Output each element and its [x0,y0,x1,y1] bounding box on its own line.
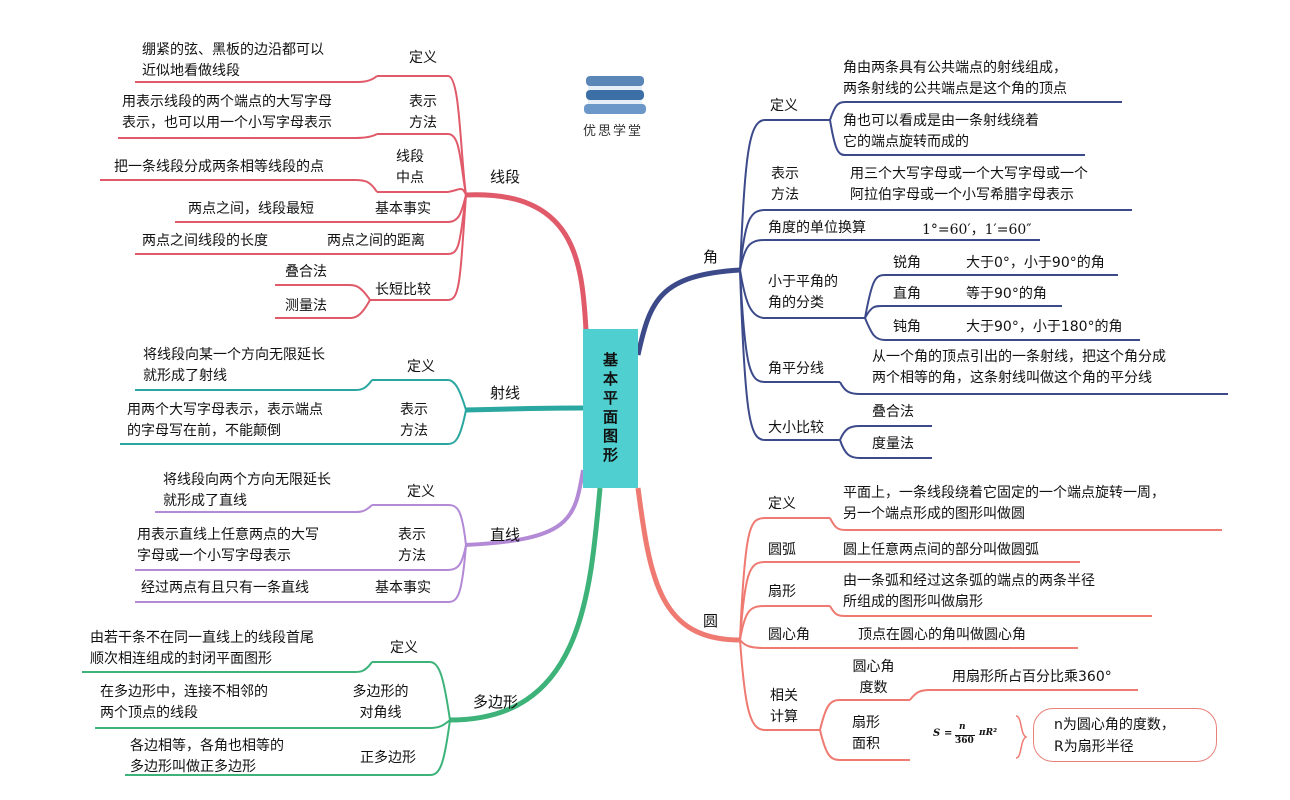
circle-sector-text: 由一条弧和经过这条弧的端点的两条半径 所组成的图形叫做扇形 [843,573,1095,610]
segment-fact-text: 两点之间，线段最短 [188,201,314,217]
angle-right-text: 等于90°的角 [966,286,1047,302]
brace-icon [1015,715,1028,759]
segment-distance-text: 两点之间线段的长度 [142,233,268,249]
polygon-title: 多边形 [473,693,519,711]
sector-area-formula: S = n 360 πR² [933,722,1003,750]
line-fact-key: 基本事实 [375,580,431,596]
circle-central-key: 圆心角 [768,627,810,643]
circle-sector-key: 扇形 [768,584,796,600]
line-title: 直线 [490,526,521,544]
angle-bisector-key: 角平分线 [768,361,824,377]
angle-acute-name: 锐角 [893,255,921,271]
line-branch-lines [135,469,585,603]
circle-central-text: 顶点在圆心的角叫做圆心角 [858,627,1026,643]
formula-s: S [933,728,941,739]
line-notation-key: 表示 方法 [398,527,426,564]
circle-degree-text: 用扇形所占百分比乘360° [952,669,1112,685]
circle-calc-key: 相关 计算 [770,688,798,725]
ray-notation-key: 表示 方法 [400,402,428,439]
angle-unit-text: 1°=60′，1′=60″ [922,222,1032,238]
angle-right-name: 直角 [893,286,921,302]
line-fact-text: 经过两点有且只有一条直线 [141,580,309,596]
formula-denominator: 360 [955,736,974,746]
root-label: 基本平面图形 [601,351,619,466]
ray-title: 射线 [490,384,521,402]
angle-def-key: 定义 [770,98,798,114]
root-node: 基本平面图形 [583,329,638,488]
circle-branch-lines [635,487,1222,761]
formula-fraction-bar [955,735,975,736]
segment-midpoint-text: 把一条线段分成两条相等线段的点 [114,159,324,175]
circle-arc-key: 圆弧 [768,542,796,558]
circle-def-key: 定义 [768,496,796,512]
segment-compare-measure: 测量法 [285,298,327,314]
angle-obtuse-name: 钝角 [893,319,921,335]
polygon-def-key: 定义 [390,640,418,656]
segment-compare-overlap: 叠合法 [285,264,327,280]
angle-bisector-text: 从一个角的顶点引出的一条射线，把这个角分成 两个相等的角，这条射线叫做这个角的平… [872,349,1166,386]
circle-degree-name: 圆心角 度数 [852,659,895,696]
angle-notation-key: 表示 方法 [771,166,799,203]
line-notation-text: 用表示直线上任意两点的大写 字母或一个小写字母表示 [137,527,319,564]
circle-area-name: 扇形 面积 [852,715,880,752]
polygon-regular-text: 各边相等，各角也相等的 多边形叫做正多边形 [130,738,284,775]
polygon-diagonal-text: 在多边形中，连接不相邻的 两个顶点的线段 [100,684,268,721]
ray-branch-lines [120,379,584,445]
segment-def-text: 绷紧的弦、黑板的边沿都可以 近似地看做线段 [142,42,324,79]
segment-notation-text: 用表示线段的两个端点的大写字母 表示，也可以用一个小写字母表示 [122,94,332,131]
angle-compare-key: 大小比较 [768,420,824,436]
line-def-text: 将线段向两个方向无限延长 就形成了直线 [163,472,331,509]
formula-tail: πR² [979,728,998,738]
angle-obtuse-text: 大于90°，小于180°的角 [966,319,1123,335]
formula-eq: = [944,728,953,739]
circle-title: 圆 [703,612,719,630]
polygon-branch-lines [82,487,603,776]
circle-def-text: 平面上，一条线段绕着它固定的一个端点旋转一周， 另一个端点形成的图形叫做圆 [843,485,1165,522]
segment-branch-lines [100,75,589,331]
angle-def-text-1: 角由两条具有公共端点的射线组成， 两条射线的公共端点是这个角的顶点 [843,60,1067,97]
ray-def-text: 将线段向某一个方向无限延长 就形成了射线 [143,347,325,384]
books-icon [584,76,646,114]
angle-def-text-2: 角也可以看成是由一条射线绕着 它的端点旋转而成的 [843,113,1039,150]
segment-compare-key: 长短比较 [375,282,431,298]
polygon-diagonal-key: 多边形的 对角线 [352,684,409,721]
angle-unit-key: 角度的单位换算 [768,220,866,236]
logo-text: 优思学堂 [583,124,644,139]
angle-compare-overlap: 叠合法 [872,404,914,420]
formula-note-box [1033,708,1217,762]
angle-title: 角 [703,248,719,266]
ray-def-key: 定义 [407,359,435,375]
angle-compare-measure: 度量法 [872,436,914,452]
polygon-def-text: 由若干条不在同一直线上的线段首尾 顺次相连组成的封闭平面图形 [90,630,314,667]
angle-branch-lines [635,101,1228,459]
polygon-regular-key: 正多边形 [360,750,416,766]
formula-numerator: n [959,722,966,732]
ray-notation-text: 用两个大写字母表示，表示端点 的字母写在前，不能颠倒 [127,402,323,439]
angle-notation-text: 用三个大写字母或一个大写字母或一个 阿拉伯字母或一个小写希腊字母表示 [850,166,1088,203]
segment-title: 线段 [490,168,521,186]
segment-fact-key: 基本事实 [375,201,431,217]
angle-class-key: 小于平角的 角的分类 [768,274,838,311]
circle-arc-text: 圆上任意两点间的部分叫做圆弧 [843,542,1039,558]
segment-midpoint-key: 线段 中点 [396,149,424,186]
formula-note-text: n为圆心角的度数， R为扇形半径 [1054,717,1175,755]
segment-def-key: 定义 [409,50,437,66]
line-def-key: 定义 [407,484,435,500]
segment-distance-key: 两点之间的距离 [327,233,425,249]
angle-acute-text: 大于0°，小于90°的角 [966,255,1105,271]
segment-notation-key: 表示 方法 [409,94,437,131]
